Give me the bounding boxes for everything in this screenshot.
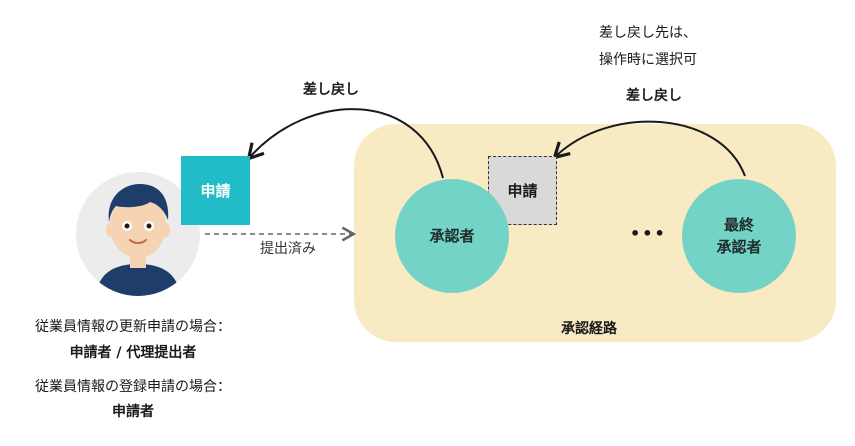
person-avatar-icon bbox=[76, 172, 200, 296]
send-back-label-left: 差し戻し bbox=[303, 82, 359, 98]
send-back-arrow-right bbox=[552, 120, 746, 177]
send-back-note-line1: 差し戻し先は、 bbox=[599, 25, 697, 41]
send-back-arrow-left bbox=[246, 108, 444, 179]
final-approver-label-line2: 承認者 bbox=[716, 238, 762, 256]
ellipsis: ••• bbox=[630, 224, 667, 243]
update-case-title: 従業員情報の更新申請の場合： bbox=[35, 319, 231, 335]
register-case-title: 従業員情報の登録申請の場合： bbox=[35, 379, 231, 395]
register-case-value: 申請者 bbox=[112, 404, 154, 420]
final-approver-label-line1: 最終 bbox=[723, 216, 754, 234]
submitted-label: 提出済み bbox=[260, 241, 316, 257]
approver-node: 承認者 bbox=[395, 179, 509, 293]
approver-label: 承認者 bbox=[429, 227, 475, 245]
send-back-label-right: 差し戻し bbox=[626, 88, 682, 104]
request-box: 申請 bbox=[181, 156, 250, 225]
send-back-note-line2: 操作時に選択可 bbox=[599, 52, 697, 68]
update-case-value: 申請者 / 代理提出者 bbox=[69, 345, 197, 361]
final-approver-node: 最終 承認者 bbox=[682, 179, 796, 293]
approval-route-label: 承認経路 bbox=[561, 321, 617, 337]
